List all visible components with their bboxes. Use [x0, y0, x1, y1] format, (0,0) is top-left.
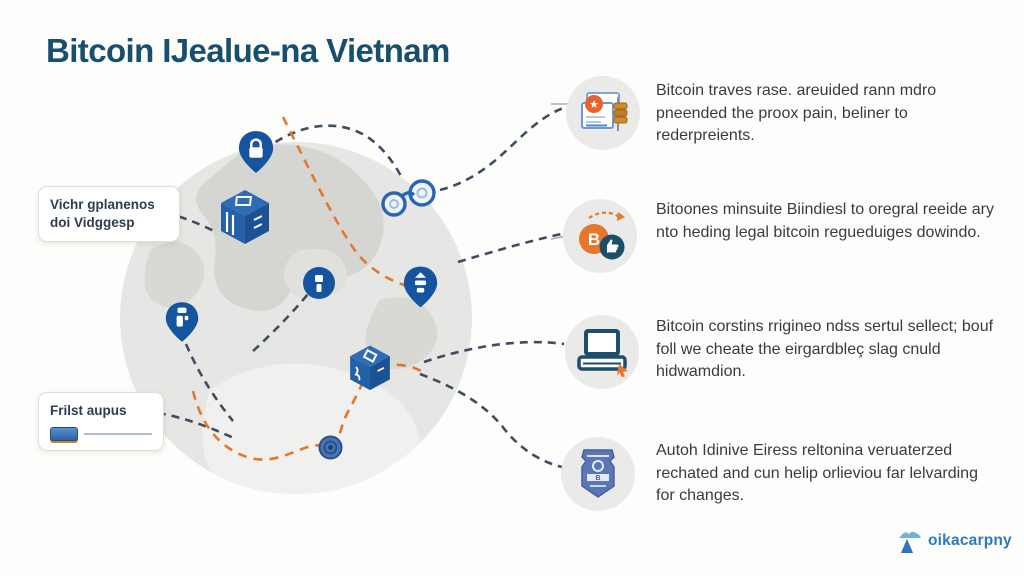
map-pin-lock-icon: [402, 264, 439, 315]
item-1-icon-circle: ★: [566, 76, 640, 150]
callout-2-progress: [50, 427, 152, 442]
bitcoin-block-cube-icon: [216, 186, 274, 251]
laptop-cursor-icon: [577, 329, 628, 377]
svg-text:B: B: [595, 475, 600, 482]
item-4-text: Autoh Idinive Eiress reltonina veruaterz…: [656, 442, 978, 505]
item-3-text: Bitcoin corstins rrigineo ndss sertul se…: [656, 318, 994, 381]
map-landmass: [144, 144, 438, 494]
brand-logo-text: oikacarpny: [928, 532, 1012, 549]
bitcoin-coin-thumbs-up-icon: B: [579, 211, 625, 260]
item-4-icon-circle: B: [561, 437, 635, 511]
mini-button-icon: [50, 427, 78, 442]
item-2-text: Bitoones minsuite Biindiesl to oregral r…: [656, 201, 994, 241]
brand-logo: oikacarpny: [893, 526, 1012, 556]
coin-marker-icon: [318, 435, 343, 465]
callout-1-line-1: Vichr gplanenos: [50, 197, 155, 212]
item-3-icon-circle: [565, 315, 639, 389]
handcuffs-icon: [378, 176, 440, 225]
callout-box-2: Frilst aupus: [38, 392, 164, 452]
connector-stubs: [550, 103, 583, 470]
callout-1-line-2: doi Vidggesp: [50, 215, 135, 231]
callout-2-line-1: Frilst aupus: [50, 403, 127, 418]
callout-box-1: Vichr gplanenos doi Vidggesp: [38, 186, 180, 243]
svg-text:B: B: [588, 230, 600, 249]
page-title: Bitcoin IJealue-na Vietnam: [46, 32, 450, 69]
circle-info-marker-icon: [302, 266, 336, 305]
item-2-icon-circle: B: [563, 199, 637, 273]
map-pin-info-icon: [164, 300, 200, 349]
svg-text:★: ★: [589, 99, 599, 111]
map-pin-lock-icon: [237, 128, 275, 181]
mountain-logo-icon: [899, 531, 921, 553]
mini-divider: [84, 433, 152, 436]
item-1-text: Bitcoin traves rase. areuided rann mdro …: [656, 82, 937, 145]
bank-emblem-icon: B: [581, 449, 615, 498]
certificate-seal-icon: ★: [581, 92, 628, 131]
bitcoin-block-cube-icon: [346, 342, 394, 397]
